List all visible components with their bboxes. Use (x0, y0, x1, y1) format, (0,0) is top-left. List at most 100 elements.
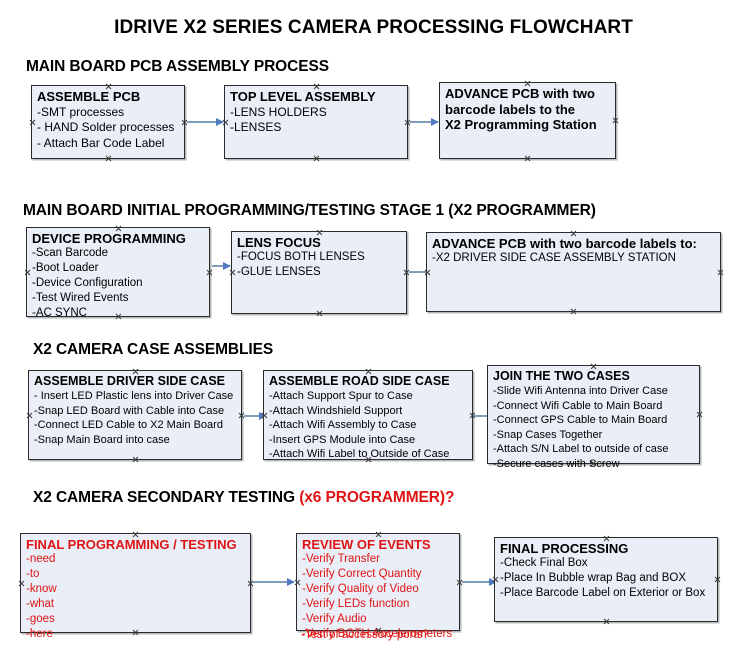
arrow-head-icon (216, 117, 224, 126)
box-line: -Verify Correct Quantity (302, 568, 422, 580)
arrow-head-icon (489, 577, 497, 586)
connector-handle-left[interactable] (229, 269, 236, 276)
box-line: -Verify Transfer (302, 553, 380, 565)
connector-handle-left[interactable] (29, 119, 36, 126)
box-line: -Place In Bubble wrap Bag and BOX (500, 572, 687, 584)
arrow-top-level-assembly-to-advance-pcb (410, 117, 439, 126)
box-line: -LENSES (230, 120, 282, 134)
box-line: -Verify Audio (302, 613, 367, 625)
box-line: -Verify BOTH Accelerometers (302, 628, 453, 640)
box-line: -Connect GPS Cable to Main Board (493, 414, 668, 427)
arrow-head-icon (223, 261, 231, 270)
box-line: -Place Barcode Label on Exterior or Box (500, 587, 706, 599)
section-header-text: MAIN BOARD PCB ASSEMBLY PROCESS (26, 58, 329, 75)
section-header-text: X2 CAMERA SECONDARY TESTING (33, 489, 300, 506)
box-line: -Attach Support Spur to Case (269, 390, 413, 402)
box-line: -Verify Quality of Video (302, 583, 419, 595)
box-advance-pcb-to-x2-programming-station[interactable]: ADVANCE PCB with two barcode labels to t… (439, 82, 616, 159)
section-header-x2-camera-case-assemblies: X2 CAMERA CASE ASSEMBLIES (33, 341, 273, 359)
box-title: JOIN THE TWO CASES (493, 369, 630, 383)
box-title: DEVICE PROGRAMMING (32, 231, 186, 246)
box-title: FINAL PROGRAMMING / TESTING (26, 537, 237, 552)
arrow-device-programming-to-lens-focus (212, 261, 231, 270)
section-header-main-board-initial-programming: MAIN BOARD INITIAL PROGRAMMING/TESTING S… (23, 202, 596, 220)
box-title: TOP LEVEL ASSEMBLY (230, 89, 376, 104)
connector-handle-bottom[interactable] (524, 155, 531, 162)
box-device-programming[interactable]: DEVICE PROGRAMMING -Scan Barcode -Boot L… (24, 227, 210, 319)
box-line: -Device Configuration (32, 277, 143, 289)
connector-handle-bottom[interactable] (105, 155, 112, 162)
arrow-assemble-pcb-to-top-level-assembly (187, 117, 224, 126)
box-line: -Scan Barcode (32, 247, 109, 259)
box-line: - Insert LED Plastic lens into Driver Ca… (34, 390, 234, 402)
box-assemble-driver-side-case[interactable]: ASSEMBLE DRIVER SIDE CASE - Insert LED P… (28, 370, 242, 460)
box-title: ASSEMBLE DRIVER SIDE CASE (34, 374, 226, 388)
box-line: - Attach Bar Code Label (37, 135, 165, 150)
box-line: -Insert GPS Module into Case (269, 433, 416, 446)
connector-handle-left[interactable] (26, 412, 33, 419)
connector-handle-right[interactable] (717, 269, 724, 276)
box-line: -Connect Wifi Cable to Main Board (493, 399, 663, 412)
box-line: -LENS HOLDERS (230, 104, 327, 119)
connector-handle-bottom[interactable] (570, 308, 577, 315)
connector-handle-bottom[interactable] (132, 456, 139, 463)
section-header-accent: (x6 PROGRAMMER)? (299, 489, 455, 506)
section-header-x2-camera-secondary-testing: X2 CAMERA SECONDARY TESTING (x6 PROGRAMM… (33, 489, 454, 507)
box-line: -Snap Main Board into case (34, 433, 170, 446)
connector-handle-bottom[interactable] (316, 310, 323, 317)
box-line: -what (26, 598, 55, 610)
box-title: ADVANCE PCB with two (445, 86, 595, 101)
box-line: - HAND Solder processes (37, 120, 175, 134)
box-line: -need (26, 553, 56, 565)
box-join-the-two-cases[interactable]: JOIN THE TWO CASES -Slide Wifi Antenna i… (487, 365, 700, 470)
box-line: -SMT processes (37, 104, 125, 119)
box-title: ASSEMBLE ROAD SIDE CASE (269, 374, 450, 388)
box-line: -Attach S/N Label to outside of case (493, 443, 669, 456)
box-line: -Secure cases with Screw (493, 457, 620, 470)
arrow-head-icon (287, 577, 295, 586)
section-header-text: X2 CAMERA CASE ASSEMBLIES (33, 341, 274, 358)
box-line: -Test Wired Events (32, 292, 129, 304)
box-line: -Attach Wifi Label to Outside of Case (269, 448, 450, 461)
section-header-main-board-pcb-assembly: MAIN BOARD PCB ASSEMBLY PROCESS (26, 58, 329, 76)
box-line: -X2 DRIVER SIDE CASE ASSEMBLY STATION (432, 252, 676, 264)
page-title: IDRIVE X2 SERIES CAMERA PROCESSING FLOWC… (114, 17, 633, 38)
box-title: ADVANCE PCB with two barcode labels to: (432, 236, 697, 251)
box-line: -Check Final Box (500, 557, 588, 569)
box-line: -know (26, 583, 57, 595)
arrow-review-of-events-to-final-processing (462, 577, 497, 586)
connector-handle-bottom[interactable] (313, 155, 320, 162)
box-top-level-assembly[interactable]: TOP LEVEL ASSEMBLY -LENS HOLDERS -LENSES (224, 85, 408, 159)
connector-handle-left[interactable] (24, 269, 31, 276)
box-assemble-pcb[interactable]: ASSEMBLE PCB -SMT processes - HAND Solde… (31, 85, 185, 159)
box-line: barcode labels to the (445, 101, 576, 117)
box-final-programming-testing[interactable]: FINAL PROGRAMMING / TESTING -need -to -k… (18, 533, 251, 640)
box-title: FINAL PROCESSING (500, 541, 629, 556)
box-line: -Attach Wifi Assembly to Case (269, 419, 417, 432)
box-line: -here (26, 628, 53, 640)
box-final-processing[interactable]: FINAL PROCESSING -Check Final Box -Place… (494, 537, 718, 622)
connector-handle-left[interactable] (18, 580, 25, 587)
arrow-final-programming-to-review-of-events (253, 577, 295, 586)
box-line: -Snap Cases Together (493, 428, 603, 441)
review-of-events-overflow-line: -Test of accessory ports? (301, 629, 429, 641)
box-lens-focus[interactable]: LENS FOCUS -FOCUS BOTH LENSES -GLUE LENS… (231, 231, 407, 314)
box-line: -Attach Windshield Support (269, 404, 403, 417)
box-line: -Boot Loader (32, 262, 99, 274)
box-line: -Snap LED Board with Cable into Case (34, 404, 225, 417)
box-assemble-road-side-case[interactable]: ASSEMBLE ROAD SIDE CASE -Attach Support … (263, 370, 473, 460)
arrow-head-icon (431, 117, 439, 126)
connector-handle-bottom[interactable] (603, 618, 610, 625)
box-review-of-events[interactable]: REVIEW OF EVENTS -Verify Transfer -Verif… (296, 533, 460, 640)
box-line: -to (26, 568, 40, 580)
box-line: X2 Programming Station (445, 117, 597, 132)
box-line: -Connect LED Cable to X2 Main Board (34, 419, 223, 432)
box-title: ASSEMBLE PCB (37, 89, 141, 104)
box-line: -GLUE LENSES (237, 266, 321, 278)
box-advance-pcb-to-driver-side-case[interactable]: ADVANCE PCB with two barcode labels to: … (426, 232, 721, 312)
box-title: LENS FOCUS (237, 235, 321, 250)
box-title: REVIEW OF EVENTS (302, 537, 431, 552)
box-line: -Slide Wifi Antenna into Driver Case (493, 385, 668, 397)
box-line: -AC SYNC (32, 307, 87, 319)
